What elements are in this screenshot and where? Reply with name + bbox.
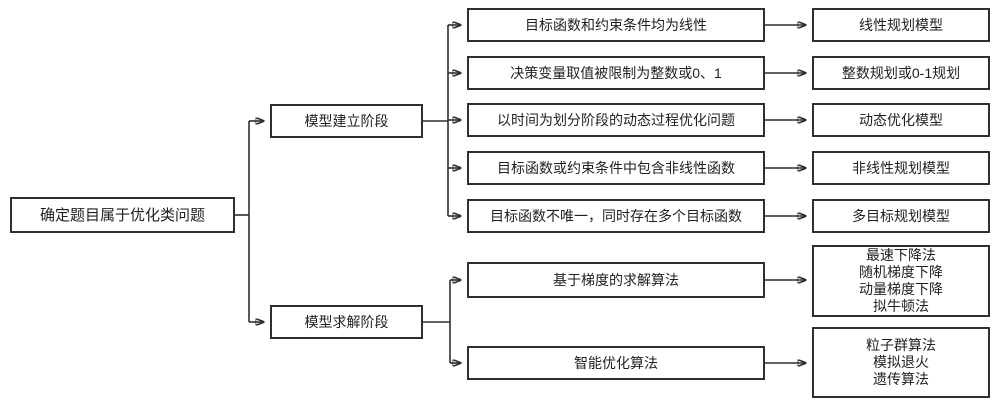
model-node: 多目标规划模型 [812, 199, 990, 233]
algorithm-item: 动量梯度下降 [859, 281, 943, 297]
condition-node: 目标函数和约束条件均为线性 [467, 8, 765, 42]
model-node: 非线性规划模型 [812, 151, 990, 185]
algorithm-item: 遗传算法 [873, 371, 929, 387]
method-node-intelligent: 智能优化算法 [467, 346, 765, 380]
algorithm-item: 最速下降法 [866, 247, 936, 263]
root-node: 确定题目属于优化类问题 [10, 197, 235, 233]
algorithm-item: 随机梯度下降 [859, 264, 943, 280]
algorithm-item: 模拟退火 [873, 354, 929, 370]
condition-node: 目标函数或约束条件中包含非线性函数 [467, 151, 765, 185]
model-node: 线性规划模型 [812, 8, 990, 42]
algorithm-item: 拟牛顿法 [873, 298, 929, 314]
model-node: 整数规划或0-1规划 [812, 56, 990, 90]
phase-node-model-solve: 模型求解阶段 [270, 305, 423, 339]
model-node: 动态优化模型 [812, 103, 990, 137]
algorithm-list-node: 最速下降法 随机梯度下降 动量梯度下降 拟牛顿法 [812, 245, 990, 317]
phase-node-model-build: 模型建立阶段 [270, 104, 423, 138]
method-node-gradient: 基于梯度的求解算法 [467, 262, 765, 298]
algorithm-list-node: 粒子群算法 模拟退火 遗传算法 [812, 327, 990, 398]
condition-node: 以时间为划分阶段的动态过程优化问题 [467, 103, 765, 137]
condition-node: 目标函数不唯一，同时存在多个目标函数 [467, 199, 765, 233]
algorithm-item: 粒子群算法 [866, 337, 936, 353]
condition-node: 决策变量取值被限制为整数或0、1 [467, 56, 765, 90]
